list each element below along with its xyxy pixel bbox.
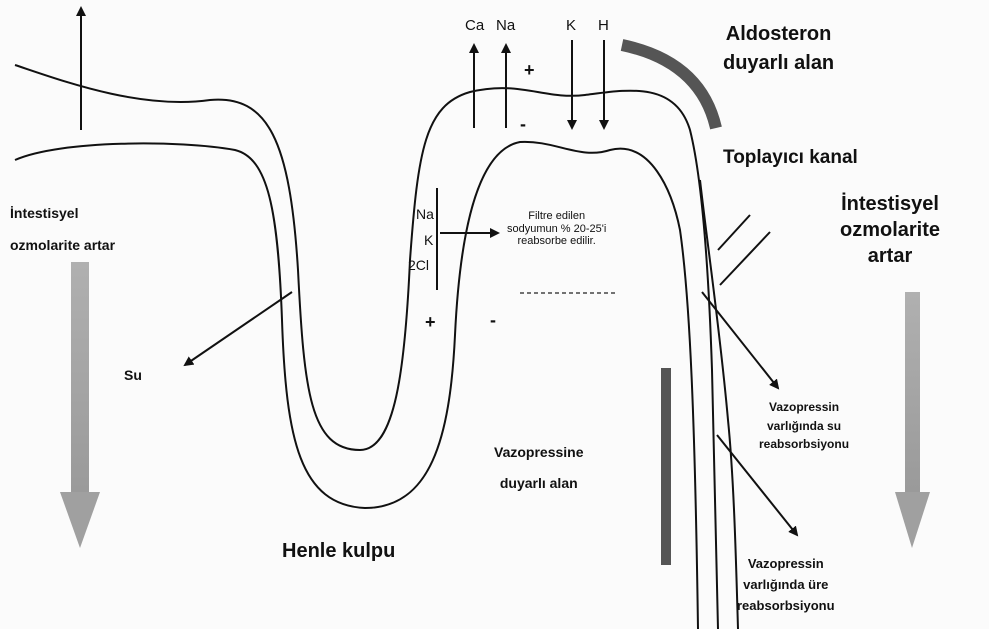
ion-k: K <box>566 17 576 34</box>
charge-minus-top: - <box>520 114 526 135</box>
ion-ca: Ca <box>465 17 484 34</box>
interstitial-label-left: İntestisyel ozmolarite artar <box>10 197 115 261</box>
duct-tick-1 <box>718 215 750 250</box>
ion-k-2: K <box>424 232 433 248</box>
water-label: Su <box>124 367 142 383</box>
ion-2cl: 2Cl <box>408 257 429 273</box>
vasopressin-water-label: Vazopressin varlığında su reabsorbsiyonu <box>759 398 849 454</box>
vasopressin-region-label: Vazopressine duyarlı alan <box>494 437 584 499</box>
charge-plus-bottom: + <box>425 312 436 333</box>
interstitial-label-right: İntestisyel ozmolarite artar <box>840 191 940 269</box>
ion-na: Na <box>496 17 515 34</box>
filtered-sodium-note: Filtre edilen sodyumun % 20-25'i reabsor… <box>507 210 606 248</box>
collecting-duct-label: Toplayıcı kanal <box>723 147 858 169</box>
vasopressin-water-arrow <box>702 292 778 388</box>
water-arrow <box>185 292 292 365</box>
vasopressin-urea-label: Vazopressin varlığında üre reabsorbsiyon… <box>737 554 835 616</box>
charge-plus-top: + <box>524 60 535 81</box>
aldosterone-region-arc <box>622 45 716 128</box>
henle-loop-label: Henle kulpu <box>282 540 395 563</box>
left-osmolarity-arrow <box>60 262 100 548</box>
ion-h: H <box>598 17 609 34</box>
charge-minus-bottom: - <box>490 310 496 331</box>
ion-na-2: Na <box>416 206 434 222</box>
aldosterone-label: Aldosteron duyarlı alan <box>723 20 834 78</box>
right-osmolarity-arrow <box>895 292 930 548</box>
